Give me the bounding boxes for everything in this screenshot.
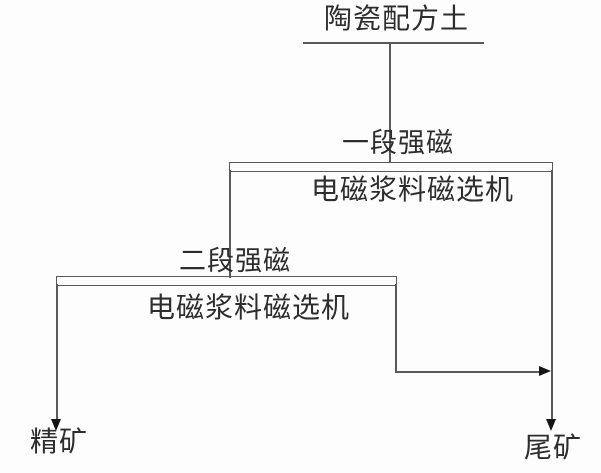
stage1-separator-box: [229, 162, 553, 172]
tailings-junction-arrowhead-icon: [539, 366, 551, 376]
stage1-label: 一段强磁: [342, 128, 454, 158]
source-material-label: 陶瓷配方土: [324, 4, 470, 35]
stage1-to-stage2-line: [229, 170, 231, 278]
source-underline: [303, 42, 484, 44]
stage2-machine-label: 电磁浆料磁选机: [147, 293, 351, 324]
concentrate-label: 精矿: [30, 427, 89, 458]
stage1-machine-label: 电磁浆料磁选机: [311, 175, 515, 206]
feed-line-stage1: [389, 42, 391, 163]
tailings-arrowhead-icon: [546, 419, 556, 431]
tailings-label: 尾矿: [524, 433, 583, 464]
stage2-tailings-drop-line: [395, 284, 397, 372]
concentrate-arrowhead-icon: [51, 419, 61, 431]
stage2-label: 二段强磁: [179, 246, 291, 276]
tailings-line: [551, 170, 553, 420]
stage2-separator-box: [56, 276, 397, 286]
concentrate-line: [56, 284, 58, 420]
stage2-tailings-run-line: [395, 371, 539, 373]
